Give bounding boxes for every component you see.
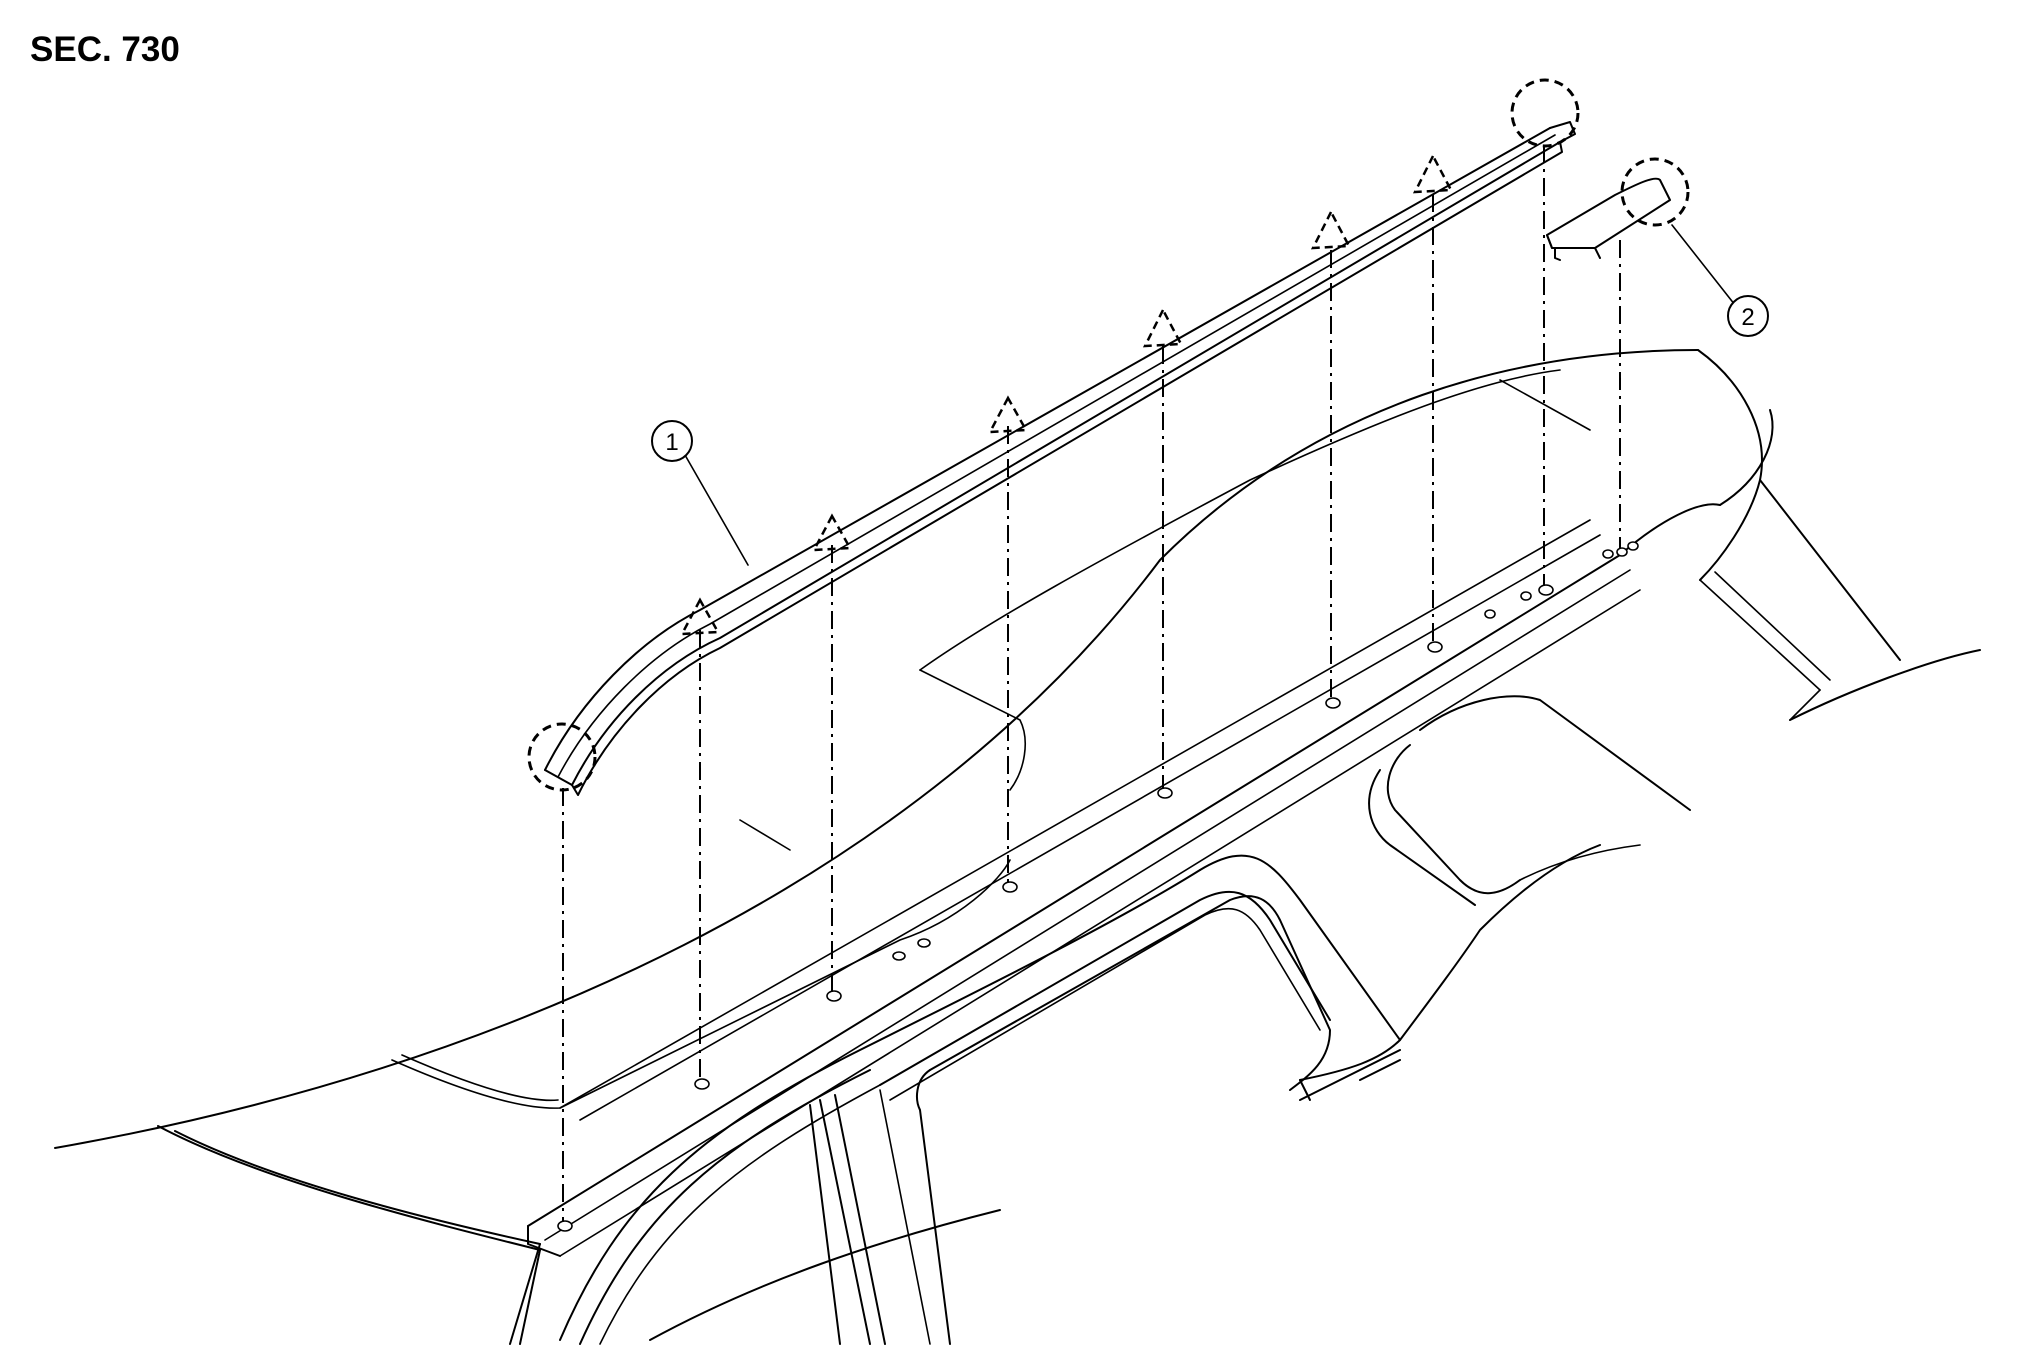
clip-symbols [679, 153, 1454, 636]
section-label: SEC. 730 [30, 30, 180, 69]
callout-circle [651, 420, 693, 462]
clip-holes [557, 541, 1639, 1232]
roof-rail [544, 121, 1576, 796]
alignment-lines [562, 145, 1621, 1222]
vehicle-body [54, 349, 1981, 1345]
callout-1: 1 [651, 420, 749, 566]
rail-end-cover [1546, 177, 1671, 261]
callout-number: 1 [665, 429, 678, 456]
callout-number: 2 [1741, 304, 1754, 331]
end-markers [527, 78, 1690, 792]
callout-2: 2 [1671, 224, 1769, 337]
callout-circle [1727, 295, 1769, 337]
